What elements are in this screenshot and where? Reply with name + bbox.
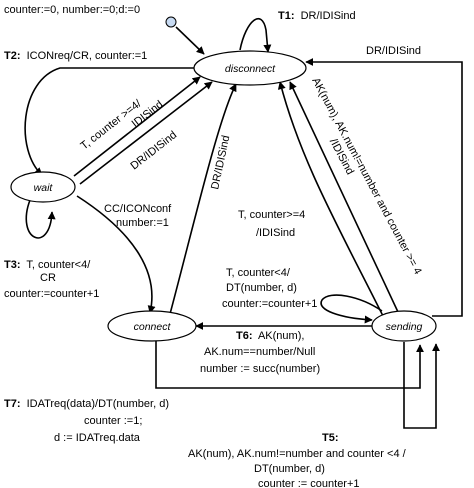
t3-text: T, counter<4/ — [26, 259, 91, 271]
t-loop-line1: T, counter<4/ — [226, 267, 291, 279]
t-loop-line2: DT(number, d) — [226, 282, 297, 294]
ak-diagonal-label: AK(num), AK.num!=number and counter >= 4… — [309, 76, 423, 277]
t7-line3: d := IDATreq.data — [54, 432, 141, 444]
t5-line3: counter := counter+1 — [258, 478, 360, 488]
t6-line3: number := succ(number) — [200, 363, 320, 375]
t5-id: T5: — [322, 432, 339, 444]
state-disconnect — [193, 50, 307, 86]
t5-line1: AK(num), AK.num!=number and counter <4 / — [188, 448, 407, 460]
t1-text: DR/IDISind — [301, 10, 356, 22]
state-wait — [10, 171, 76, 203]
t7-label: T7: IDATreq(data)/DT(number, d) — [4, 398, 169, 410]
initial-arrow — [175, 26, 205, 55]
state-sending-label: sending — [386, 321, 423, 333]
wait-dr-label: DR/IDISind — [128, 129, 179, 172]
t2-label: T2: ICONreq/CR, counter:=1 — [4, 50, 147, 62]
state-wait-label: wait — [34, 182, 54, 194]
t6-line2: AK.num==number/Null — [204, 346, 315, 358]
initial-state-marker — [165, 16, 177, 28]
t6-text: AK(num), — [258, 330, 304, 342]
edge-t-self-loop — [320, 294, 383, 324]
edge-t7 — [155, 340, 424, 389]
t7-line2: counter :=1; — [84, 415, 142, 427]
t2-text: ICONreq/CR, counter:=1 — [27, 50, 148, 62]
t6-id: T6: — [236, 330, 253, 342]
t5-line2: DT(number, d) — [254, 463, 325, 475]
t3-id: T3: — [4, 259, 21, 271]
edge-wait-to-disconnect-timeout — [73, 76, 201, 177]
cc-line2: number:=1 — [116, 217, 169, 229]
wait-dr-text: DR/IDISind — [128, 129, 179, 172]
t7-text: IDATreq(data)/DT(number, d) — [27, 398, 169, 410]
connect-dr-text: DR/IDISind — [209, 134, 232, 190]
state-connect — [107, 310, 197, 342]
t1-id: T1: — [278, 10, 295, 22]
t3-line3: counter:=counter+1 — [4, 288, 99, 300]
t-loop-line3: counter:=counter+1 — [222, 298, 317, 310]
edge-t1-self-loop — [239, 17, 272, 53]
init-label: counter:=0, number:=0;d:=0 — [4, 4, 140, 16]
edge-sending-to-disconnect-dr — [305, 58, 463, 317]
cc-line1: CC/ICONconf — [104, 203, 172, 215]
edge-t5-self-loop — [403, 342, 440, 429]
dr-right-label: DR/IDISind — [366, 45, 421, 57]
t3-line2: CR — [40, 272, 56, 284]
edge-wait-to-disconnect-dr — [79, 81, 213, 185]
state-disconnect-label: disconnect — [225, 63, 276, 75]
connect-dr-label: DR/IDISind — [209, 134, 232, 190]
t3-label: T3: T, counter<4/ — [4, 259, 91, 271]
state-sending — [371, 310, 437, 342]
t6-label: T6: AK(num), — [236, 330, 304, 342]
t1-label: T1: DR/IDISind — [278, 10, 356, 22]
edge-timeout-to-disconnect — [277, 81, 385, 319]
t7-id: T7: — [4, 398, 21, 410]
sending-timeout-line1: T, counter>=4 — [238, 209, 305, 221]
sending-timeout-line2: /IDISind — [256, 227, 295, 239]
edge-ak-to-disconnect — [289, 81, 399, 313]
edge-t2 — [24, 67, 195, 176]
t2-id: T2: — [4, 50, 21, 62]
edge-wait-to-connect — [76, 195, 156, 314]
state-connect-label: connect — [134, 321, 172, 333]
edge-t3-self-loop — [25, 199, 56, 239]
edge-connect-to-disconnect — [169, 83, 237, 315]
